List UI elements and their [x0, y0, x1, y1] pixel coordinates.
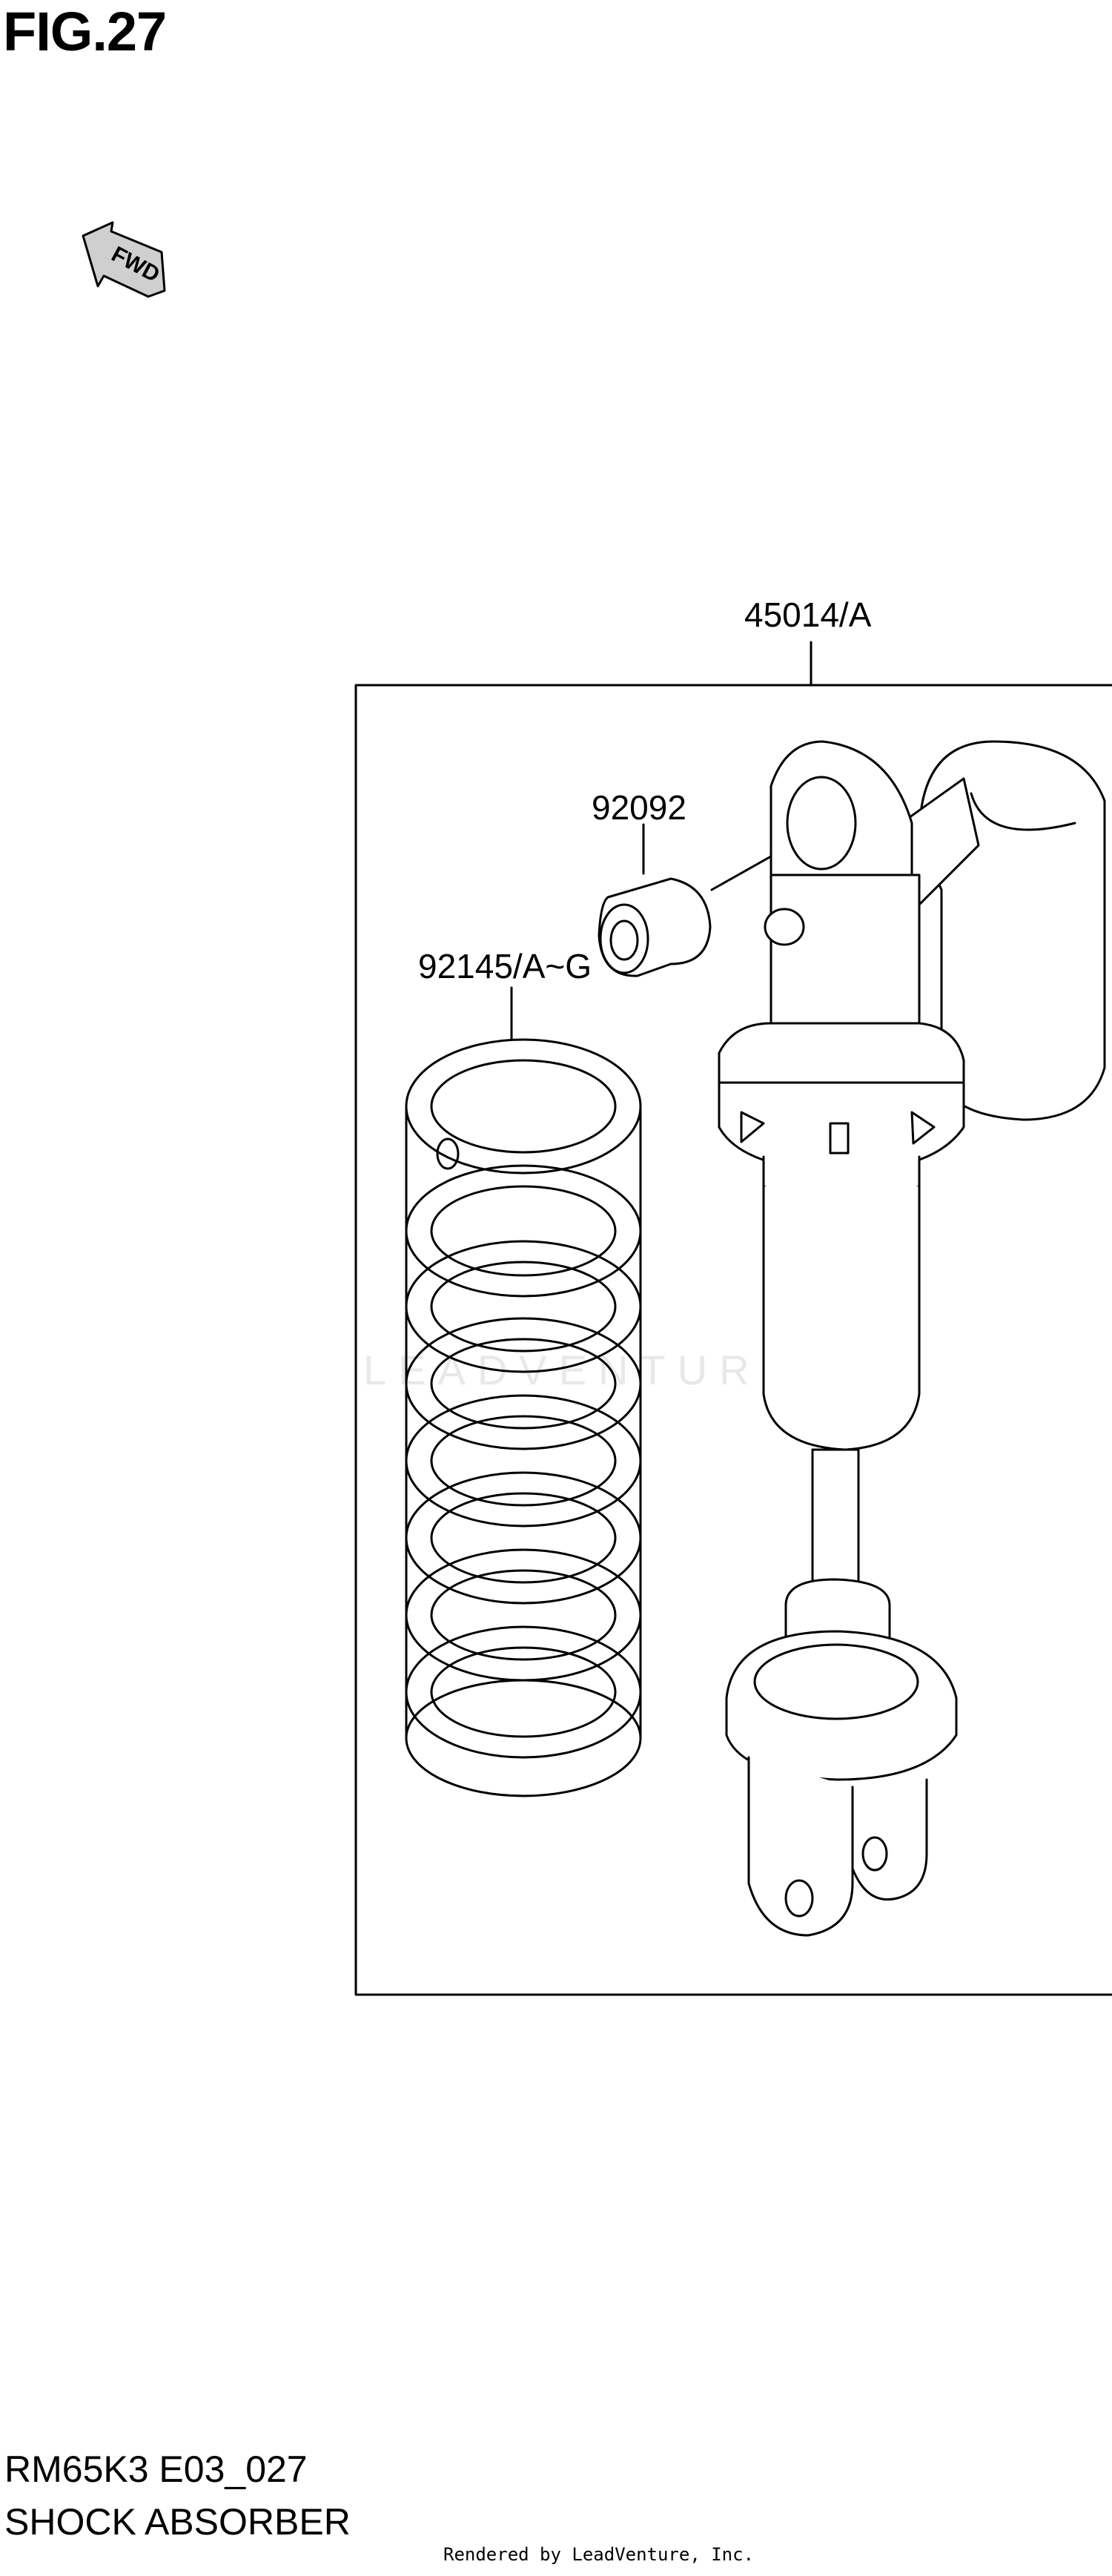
callout-92092[interactable]: 92092: [592, 788, 686, 827]
callout-45014-a[interactable]: 45014/A: [744, 595, 872, 634]
shock-body: [718, 740, 1106, 1937]
spring-part: [405, 986, 642, 1797]
bushing-part: [598, 823, 818, 977]
diagram-code: RM65K3 E03_027: [4, 2448, 308, 2490]
callout-92145-a-g[interactable]: 92145/A~G: [418, 947, 592, 985]
fwd-arrow-icon: FWD: [82, 221, 166, 298]
figure-title: FIG.27: [3, 1, 167, 62]
diagram-name: SHOCK ABSORBER: [4, 2501, 351, 2543]
assembly-frame: [354, 684, 1112, 1996]
watermark: LEADVENTURE: [363, 1347, 801, 1393]
render-credit: Rendered by LeadVenture, Inc.: [443, 2544, 755, 2565]
